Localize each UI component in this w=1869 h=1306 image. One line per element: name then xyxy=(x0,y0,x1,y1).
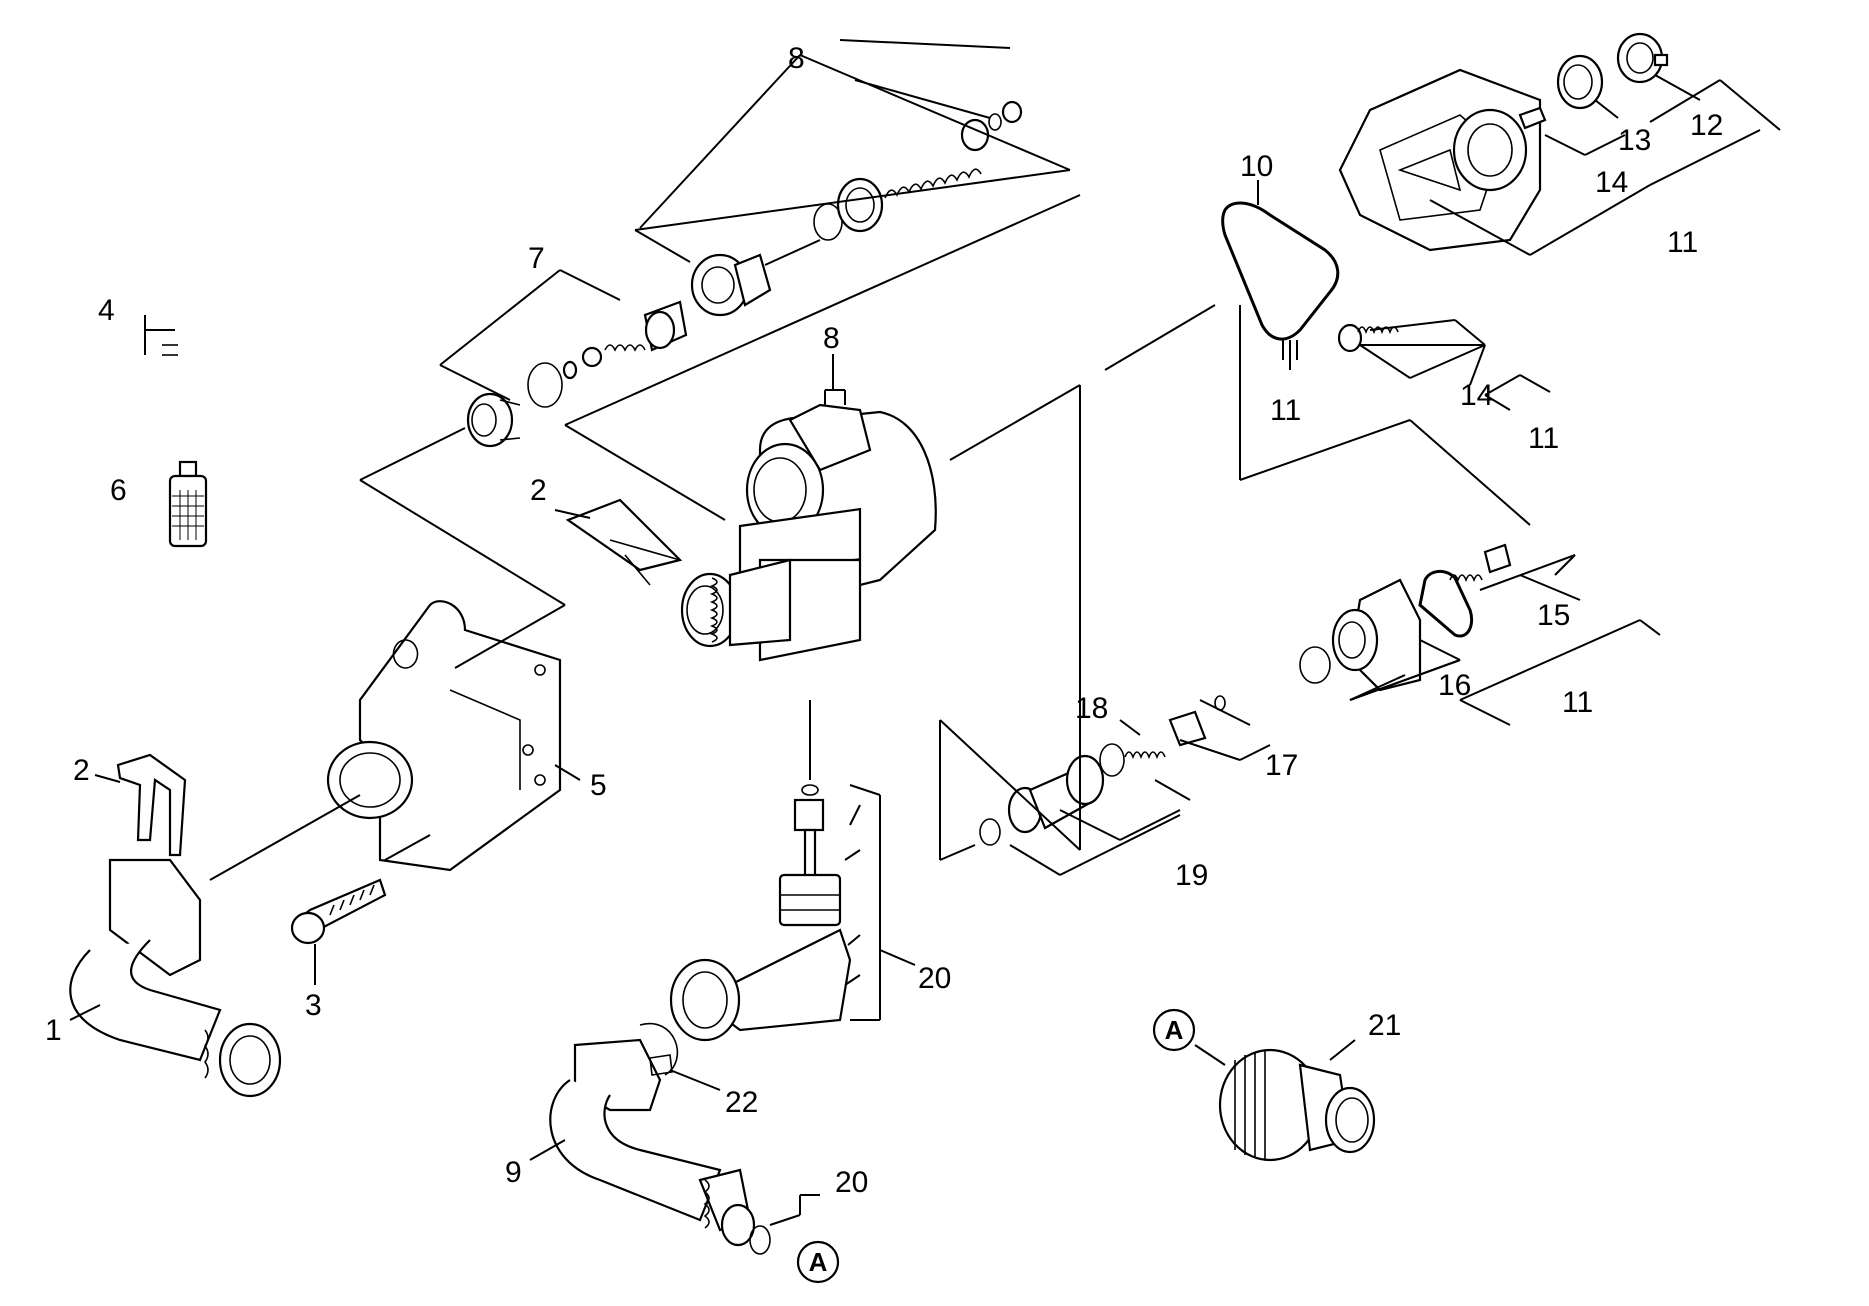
callout-16: 16 xyxy=(1438,669,1471,702)
callout-14: 14 xyxy=(1595,166,1628,199)
part-valve-cover xyxy=(1338,68,1542,252)
callout-1: 1 xyxy=(45,1014,62,1047)
callout-5: 5 xyxy=(590,769,607,802)
callout-22: 22 xyxy=(725,1086,758,1119)
part-check-valve-16 xyxy=(1299,543,1512,692)
callout-21: 21 xyxy=(1368,1009,1401,1042)
part-inlet-elbow xyxy=(69,858,282,1098)
part-valve-small-14a xyxy=(1518,106,1547,130)
part-filter xyxy=(168,460,208,548)
part-cap-12 xyxy=(1616,32,1669,84)
connection-marker-a-left: A xyxy=(796,1240,840,1284)
part-bypass-hose xyxy=(162,168,482,450)
callout-20: 20 xyxy=(835,1166,868,1199)
callout-13: 13 xyxy=(1618,124,1651,157)
callout-4: 4 xyxy=(98,294,115,327)
part-ring-13 xyxy=(1556,54,1604,110)
connection-marker-a-right: A xyxy=(1152,1008,1196,1052)
part-seal-10 xyxy=(1221,201,1340,341)
callout-12: 12 xyxy=(1690,109,1723,142)
part-valve-group-7 xyxy=(466,300,688,448)
callout-11: 11 xyxy=(1270,394,1301,427)
callout-8: 8 xyxy=(788,42,805,75)
callout-11: 11 xyxy=(1528,422,1559,455)
callout-19: 19 xyxy=(1175,859,1208,892)
part-clip-upper xyxy=(565,498,683,586)
callout-8: 8 xyxy=(823,322,840,355)
part-spring-valve-14 xyxy=(1337,323,1399,353)
part-outlet-elbow xyxy=(549,1038,771,1255)
part-valve-group-19 xyxy=(979,695,1226,846)
part-pump-housing xyxy=(326,600,562,872)
callout-11: 11 xyxy=(1667,226,1698,259)
part-outlet-adapter xyxy=(669,784,852,1042)
callout-11: 11 xyxy=(1562,686,1593,719)
callout-20: 20 xyxy=(918,962,951,995)
callout-17: 17 xyxy=(1265,749,1298,782)
callout-7: 7 xyxy=(528,242,545,275)
callout-2: 2 xyxy=(73,754,90,787)
svg-text:A: A xyxy=(809,1247,828,1277)
part-screw xyxy=(290,878,387,945)
callout-14: 14 xyxy=(1460,379,1493,412)
callout-15: 15 xyxy=(1537,599,1570,632)
callout-18: 18 xyxy=(1075,692,1108,725)
callout-6: 6 xyxy=(110,474,127,507)
callout-labels: 1 2 2 3 4 5 6 7 8 8 9 10 11 11 11 11 12 … xyxy=(45,42,1723,1199)
callout-9: 9 xyxy=(505,1156,522,1189)
part-valve-group-8 xyxy=(690,100,1023,317)
callout-10: 10 xyxy=(1240,150,1273,183)
part-hose-coupling xyxy=(1218,1048,1376,1162)
leader-lines xyxy=(69,39,1781,1226)
part-clip-lower xyxy=(116,753,187,857)
part-pump-head xyxy=(680,403,937,662)
callout-2: 2 xyxy=(530,474,547,507)
callout-3: 3 xyxy=(305,989,322,1022)
svg-text:A: A xyxy=(1165,1015,1184,1045)
